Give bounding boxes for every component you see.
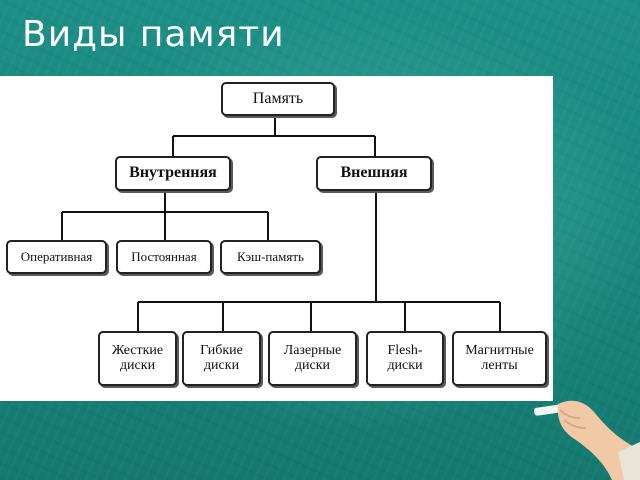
slide-title: Виды памяти: [22, 14, 285, 55]
node-laser-disks-line2: диски: [294, 357, 331, 373]
node-magnetic-tapes: Магнитные ленты: [452, 331, 547, 386]
node-internal-memory-label: Внутренняя: [129, 164, 217, 182]
node-hard-disks-line2: диски: [119, 357, 156, 373]
node-magnetic-tapes-line2: ленты: [481, 357, 518, 373]
diagram-panel: Память Внутренняя Внешняя Оперативная По…: [0, 76, 553, 401]
node-hard-disks-line1: Жесткие: [111, 342, 164, 358]
node-floppy-disks-line2: диски: [203, 357, 240, 373]
node-laser-disks-line1: Лазерные: [283, 342, 342, 358]
node-flash-disks-line2: диски: [387, 357, 423, 373]
node-rom: Постоянная: [116, 240, 212, 274]
node-floppy-disks: Гибкие диски: [182, 331, 261, 386]
node-ram-label: Оперативная: [20, 249, 93, 265]
node-internal-memory: Внутренняя: [115, 156, 231, 191]
node-laser-disks: Лазерные диски: [268, 331, 357, 386]
node-memory: Память: [221, 82, 335, 116]
node-ram: Оперативная: [6, 240, 107, 274]
node-cache: Кэш-память: [220, 240, 321, 274]
node-flash-disks: Flesh- диски: [366, 331, 444, 386]
node-cache-label: Кэш-память: [237, 249, 304, 265]
node-rom-label: Постоянная: [131, 249, 197, 265]
node-magnetic-tapes-line1: Магнитные: [465, 342, 534, 358]
node-floppy-disks-line1: Гибкие: [200, 342, 243, 358]
node-external-memory-label: Внешняя: [340, 164, 408, 182]
hand-with-chalk-icon: [533, 400, 640, 480]
node-hard-disks: Жесткие диски: [98, 331, 177, 386]
node-flash-disks-line1: Flesh-: [387, 342, 423, 358]
node-memory-label: Память: [252, 89, 304, 107]
node-external-memory: Внешняя: [316, 156, 432, 191]
connector-lines: [61, 116, 501, 331]
